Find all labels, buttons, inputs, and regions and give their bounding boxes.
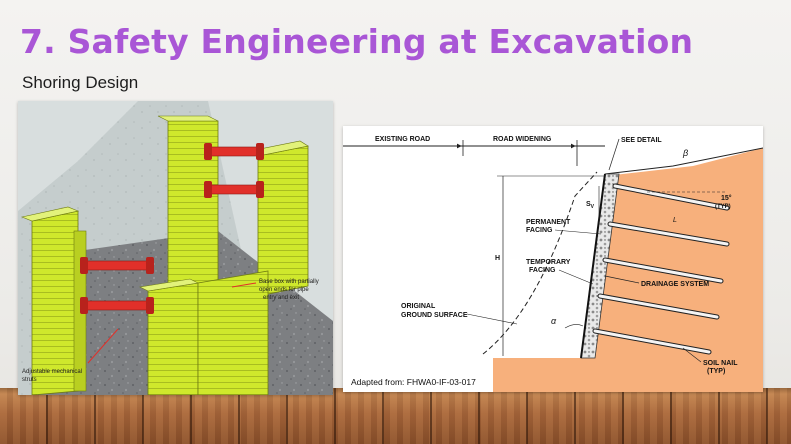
base-box-label-3: entry and exit xyxy=(263,295,299,301)
alpha-symbol: α xyxy=(551,316,557,326)
permanent-facing-label-1: PERMANENT xyxy=(526,219,571,226)
shoring-box-illustration: Base box with partially open ends for pi… xyxy=(18,101,333,395)
front-left-panel-top xyxy=(20,206,80,222)
base-box-label-1: Base box with partially xyxy=(259,279,319,285)
temporary-facing-label-2: FACING xyxy=(529,267,556,274)
temporary-facing-label-1: TEMPORARY xyxy=(526,259,571,266)
angle-15-label: 15° xyxy=(721,194,732,202)
height-h-label: H xyxy=(495,255,500,262)
front-left-panel xyxy=(31,210,79,395)
struts-pointer xyxy=(87,328,119,364)
alpha-arc xyxy=(564,324,584,329)
slide-subtitle: Shoring Design xyxy=(22,73,139,92)
temporary-facing-leader xyxy=(558,269,594,285)
soil-nail-wall-diagram: EXISTING ROAD ROAD WIDENING SEE DETAIL β xyxy=(343,126,763,392)
source-caption: Adapted from: FHWA0-IF-03-017 xyxy=(351,377,476,387)
sv-label: SV xyxy=(586,201,595,210)
upper-struts xyxy=(204,143,264,198)
existing-road-label: EXISTING ROAD xyxy=(375,136,430,143)
front-right-panel xyxy=(147,282,199,395)
shoring-box-svg: Base box with partially open ends for pi… xyxy=(18,101,333,395)
drainage-leader xyxy=(604,275,640,284)
original-ground-label-2: GROUND SURFACE xyxy=(401,312,468,319)
ground-surface-left xyxy=(18,101,138,211)
struts-label-2: struts xyxy=(22,377,37,383)
slide-title: 7. Safety Engineering at Excavation xyxy=(20,22,694,61)
base-box-pointer xyxy=(231,282,257,288)
see-detail-label: SEE DETAIL xyxy=(621,137,662,144)
original-ground-dashed xyxy=(482,171,598,355)
soil-nail-wall-svg: EXISTING ROAD ROAD WIDENING SEE DETAIL β xyxy=(343,136,763,392)
permanent-facing-label-2: FACING xyxy=(526,227,553,234)
struts-label-1: Adjustable mechanical xyxy=(22,369,82,375)
slope-line xyxy=(604,147,763,175)
front-side-panel xyxy=(197,270,269,395)
angle-15-typ-label: (TYP) xyxy=(715,204,731,210)
drainage-system-label: DRAINAGE SYSTEM xyxy=(641,281,709,288)
road-widening-label: ROAD WIDENING xyxy=(493,136,552,143)
excavation-base xyxy=(343,354,493,392)
base-box-label-2: open ends for pipe xyxy=(259,287,309,293)
see-detail-leader xyxy=(608,138,620,171)
soil-nail-label-1: SOIL NAIL xyxy=(703,360,738,367)
sv-sub: V xyxy=(591,204,595,210)
permanent-facing-line xyxy=(580,173,606,359)
back-left-panel-top xyxy=(157,115,219,122)
soil-nail-label-2: (TYP) xyxy=(707,368,725,375)
original-ground-leader xyxy=(466,313,518,325)
soil-nail-leader xyxy=(682,347,702,363)
lower-struts xyxy=(80,257,154,314)
beta-symbol: β xyxy=(682,148,688,158)
original-ground-label-1: ORIGINAL xyxy=(401,303,436,310)
soil-nails xyxy=(592,183,730,355)
sv-main: S xyxy=(586,201,591,208)
wood-floor-background xyxy=(0,388,791,444)
permanent-facing-leader xyxy=(554,229,602,235)
length-l-label: L xyxy=(673,217,677,224)
soil-mass xyxy=(493,148,763,392)
